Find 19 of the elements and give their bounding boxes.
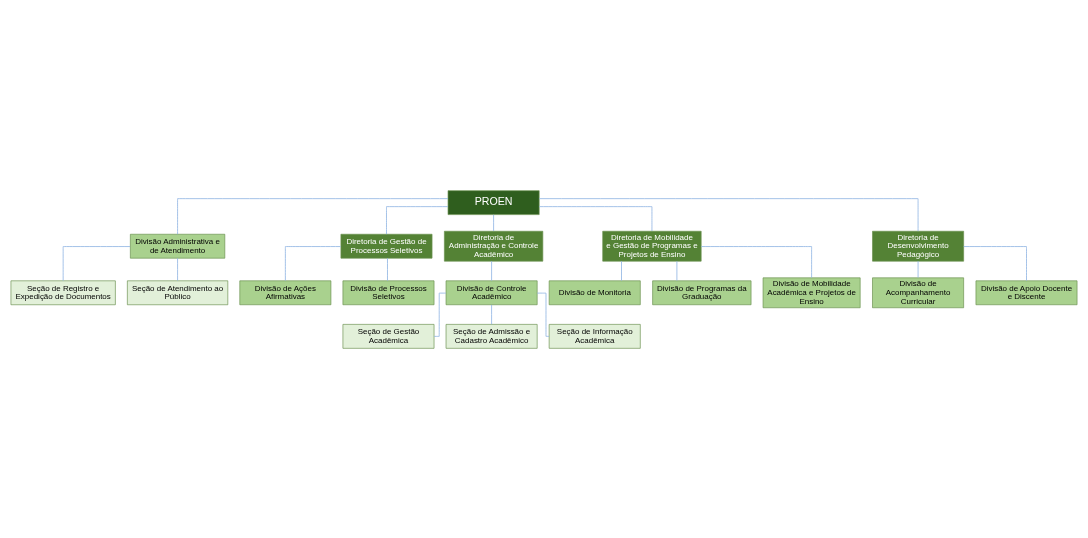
connector (538, 197, 919, 232)
connector (621, 260, 622, 281)
connector (386, 205, 449, 234)
connector (62, 245, 131, 281)
connector (284, 245, 342, 281)
connector (536, 292, 550, 337)
connector (177, 257, 178, 281)
connector (493, 213, 494, 231)
node-box: PROEN (447, 189, 540, 215)
connector (917, 260, 919, 278)
connector (387, 257, 388, 281)
connector (433, 292, 447, 337)
connector (538, 205, 653, 231)
connector (676, 260, 678, 281)
connector (700, 245, 812, 278)
connector (963, 245, 1027, 281)
connector (491, 260, 492, 281)
connector (491, 304, 492, 325)
connector (177, 197, 449, 235)
